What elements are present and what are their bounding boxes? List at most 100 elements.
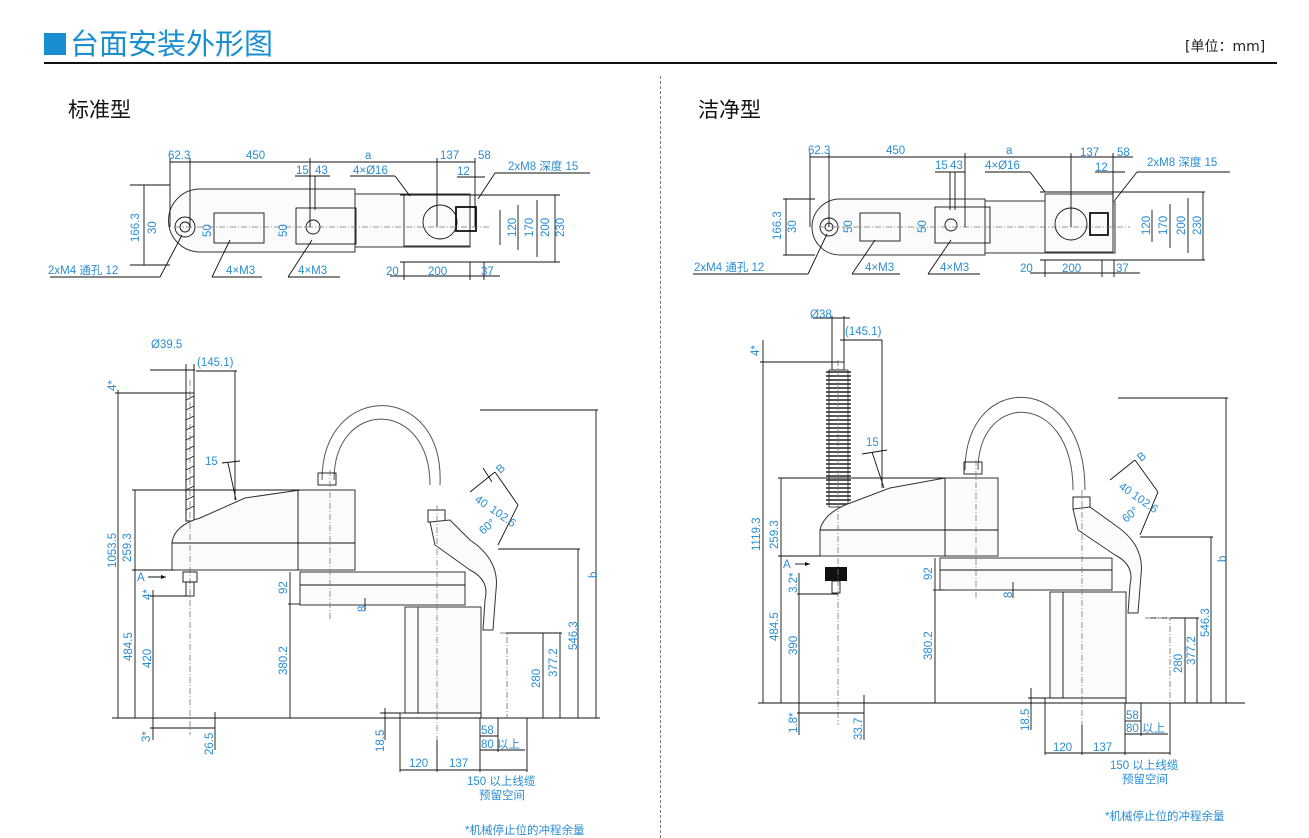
clean-dim-230: 230	[1192, 216, 1204, 235]
clean-dim-b: b	[1217, 556, 1229, 562]
dim-58: 58	[478, 150, 491, 162]
clean-dim-137-side: 137	[1093, 742, 1112, 754]
dim-200h: 200	[428, 266, 447, 278]
dim-33-7: 33.7	[853, 718, 865, 740]
joint2-cover	[295, 207, 357, 245]
clean-dim-377-2: 377.2	[1186, 636, 1198, 665]
dim-200v: 200	[540, 218, 552, 237]
dim-50a: 50	[202, 224, 214, 237]
clean-label-A: A	[783, 559, 791, 571]
dim-8: 8	[357, 606, 369, 612]
page-title-text: 台面安装外形图	[70, 27, 274, 61]
dim-145-1: (145.1)	[197, 357, 234, 369]
clean-shaft-bellows-bottom	[825, 567, 847, 581]
clean-footnote-stroke: *机械停止位的冲程余量	[1105, 809, 1224, 823]
dim-484-5: 484.5	[123, 632, 135, 661]
clean-dim-43: 43	[950, 160, 963, 172]
cable-duct-body	[429, 519, 497, 631]
dim-40: 40	[472, 494, 489, 511]
clean-dim-450: 450	[886, 145, 905, 157]
dim-92: 92	[278, 581, 290, 594]
clean-dim-280: 280	[1173, 654, 1185, 673]
base-column	[404, 606, 482, 714]
dim-a: a	[365, 150, 372, 162]
unit-label: [单位：mm]	[1185, 39, 1266, 55]
dim-26-5: 26.5	[204, 733, 216, 755]
page-title: 台面安装外形图	[44, 26, 273, 62]
dim-450: 450	[246, 150, 265, 162]
dim-230: 230	[555, 218, 567, 237]
dim-390: 390	[788, 636, 800, 655]
footnote-stroke: *机械停止位的冲程余量	[465, 823, 584, 837]
label-A: A	[137, 572, 145, 584]
dim-120: 120	[507, 218, 519, 237]
ball-screw-hatch	[185, 395, 195, 511]
dim-18-5: 18.5	[375, 730, 387, 752]
standard-top-view: 62.3 450 a 137 58 15 43 4×Ø16 12 2xM8 深度…	[48, 150, 590, 280]
dim-280: 280	[531, 669, 543, 688]
clean-dim-200v: 200	[1176, 216, 1188, 235]
dim-1119-3: 1119.3	[751, 518, 763, 551]
clean-arm2-body	[939, 557, 1113, 591]
clean-dim-137: 137	[1080, 147, 1099, 159]
bellows-outline	[828, 369, 849, 508]
clean-dim-12: 12	[1095, 162, 1108, 174]
note-m4: 2xM4 通孔 12	[48, 264, 118, 277]
clean-dim-hole-16: 4×Ø16	[985, 160, 1020, 172]
clean-dim-80-min: 80 以上	[1126, 722, 1165, 735]
clean-dim-92: 92	[923, 567, 935, 580]
dim-4-top: 4*	[107, 380, 119, 391]
clean-dim-8: 8	[1003, 592, 1015, 598]
dim-420: 420	[142, 649, 154, 668]
dim-43: 43	[315, 165, 328, 177]
clean-dim-4-top: 4*	[750, 345, 762, 356]
clean-dim-50a: 50	[843, 220, 855, 233]
clean-dim-120-side: 120	[1053, 742, 1072, 754]
dim-4-star: 4*	[142, 589, 154, 600]
cable-arch-outer	[321, 405, 441, 486]
dim-62-3: 62.3	[168, 150, 190, 162]
dim-170: 170	[524, 218, 536, 237]
dim-380-2: 380.2	[278, 646, 290, 675]
dim-37: 37	[481, 266, 494, 278]
dim-3-star: 3*	[141, 731, 153, 742]
clean-note-m4: 2xM4 通孔 12	[694, 261, 764, 274]
clean-dim-200h: 200	[1062, 263, 1081, 275]
clean-dim-259-3: 259.3	[769, 520, 781, 549]
header-rule	[44, 62, 1277, 64]
title-square-icon	[44, 33, 66, 55]
clean-dim-170: 170	[1158, 216, 1170, 235]
dim-hole-16: 4×Ø16	[353, 165, 388, 177]
connector-panel	[213, 212, 265, 244]
dim-dia-39-5: Ø39.5	[151, 339, 182, 351]
note-cable-1: 150 以上线缆	[467, 774, 536, 788]
clean-dim-58-side: 58	[1126, 710, 1139, 722]
standard-section-title: 标准型	[68, 98, 131, 122]
note-m3a: 4×M3	[226, 265, 255, 277]
clean-dim-484-5: 484.5	[769, 612, 781, 641]
dim-259-3: 259.3	[122, 533, 134, 562]
clean-note-m3b: 4×M3	[940, 262, 969, 274]
dim-3-2-star: 3.2*	[788, 572, 800, 593]
dim-12: 12	[457, 166, 470, 178]
clean-dim-37: 37	[1116, 263, 1129, 275]
clean-note-cable-2: 预留空间	[1122, 772, 1168, 786]
clean-dim-a: a	[1006, 145, 1013, 157]
note-cable-2: 预留空间	[479, 788, 525, 802]
dim-m8: 2xM8 深度 15	[508, 159, 578, 173]
clean-dim-62-3: 62.3	[808, 145, 830, 157]
cable-arch-inner	[333, 418, 431, 486]
clean-dim-20: 20	[1020, 263, 1033, 275]
clean-dim-58: 58	[1117, 147, 1130, 159]
clean-arm1-body	[819, 477, 999, 557]
clean-dim-15-side: 15	[866, 437, 879, 449]
dim-b: b	[588, 572, 600, 578]
clean-note-m3a: 4×M3	[865, 262, 894, 274]
arm2-body	[299, 571, 466, 606]
clean-section-title: 洁净型	[698, 98, 761, 122]
standard-side-view: Ø39.5 (145.1) 4* 15 1053.5 259.3 A 4* 48…	[107, 339, 600, 837]
dim-30: 30	[147, 221, 159, 234]
dim-1053-5: 1053.5	[107, 533, 119, 568]
clean-note-cable-1: 150 以上线缆	[1110, 758, 1179, 772]
